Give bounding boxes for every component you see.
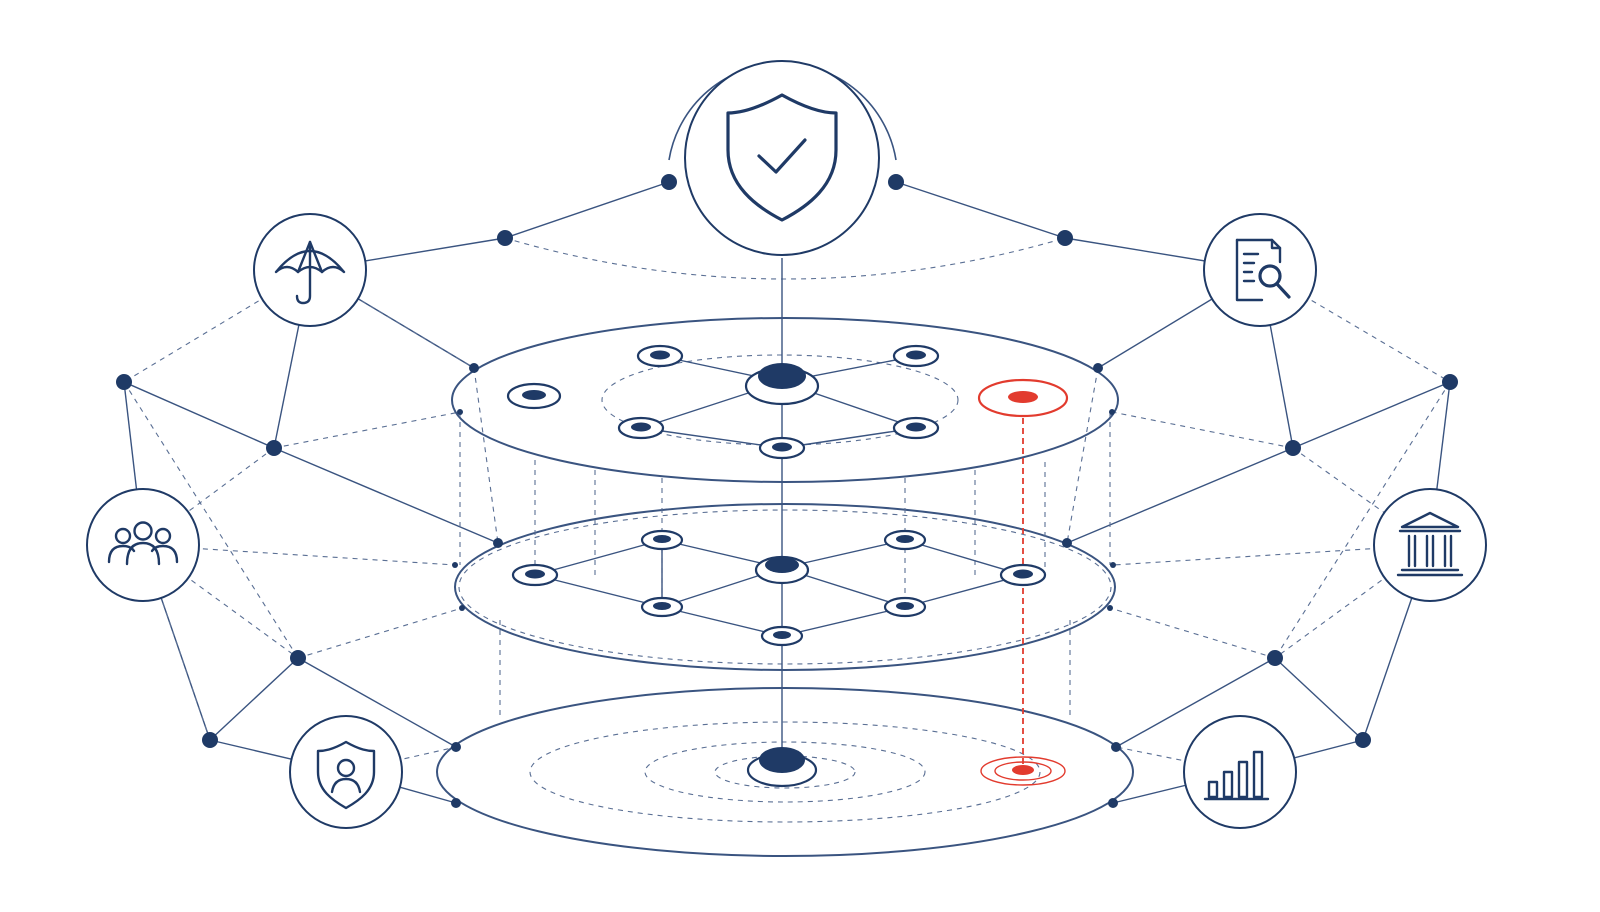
layer-node	[892, 344, 940, 368]
shield-check-icon	[726, 93, 838, 222]
layer-node	[640, 529, 684, 551]
users-group-icon	[107, 521, 179, 566]
hub-node	[746, 747, 818, 788]
middle-layer-nodes	[511, 529, 1047, 647]
base-layer-nodes	[746, 747, 1066, 788]
bar-chart-icon	[1203, 750, 1270, 801]
central-shield-node	[668, 60, 897, 256]
umbrella-icon	[274, 240, 346, 305]
alert-node	[977, 378, 1069, 418]
outer-dots	[116, 174, 1458, 808]
base-layer	[436, 687, 1134, 857]
document-search-icon	[1235, 238, 1291, 302]
layer-connectors	[459, 258, 1111, 760]
document-search-node	[1203, 213, 1317, 327]
layer-node	[636, 344, 684, 368]
hub-node	[744, 363, 820, 406]
middle-layer	[454, 503, 1116, 671]
middle-layer-network	[534, 539, 1024, 637]
layer-node	[883, 529, 927, 551]
layer-node	[640, 596, 684, 618]
layer-node	[999, 563, 1047, 587]
bar-chart-node	[1183, 715, 1297, 829]
layer-node	[892, 416, 940, 440]
top-layer-nodes	[506, 344, 1069, 460]
bank-node	[1373, 488, 1487, 602]
layer-node	[511, 563, 559, 587]
users-group-node	[86, 488, 200, 602]
hub-node	[754, 555, 810, 585]
shield-user-node	[289, 715, 403, 829]
layer-node	[506, 382, 562, 410]
bank-icon	[1396, 511, 1464, 577]
layer-node	[760, 625, 804, 647]
umbrella-node	[253, 213, 367, 327]
layer-node	[883, 596, 927, 618]
shield-user-icon	[316, 740, 376, 810]
layer-node	[617, 416, 665, 440]
alert-node-base	[980, 756, 1066, 786]
layer-node	[758, 436, 806, 460]
